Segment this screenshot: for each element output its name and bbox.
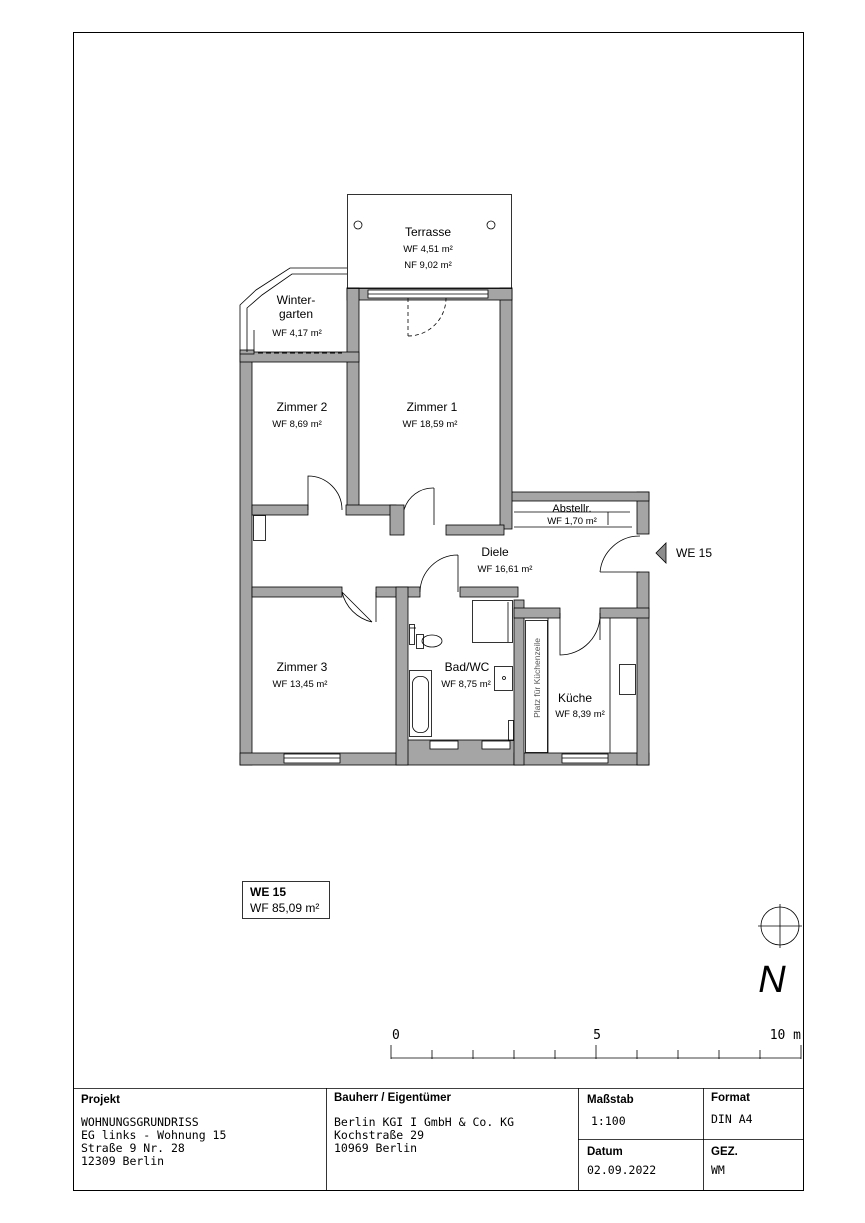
massstab-heading: Maßstab bbox=[587, 1094, 634, 1106]
room-name-zimmer1: Zimmer 1 bbox=[407, 400, 458, 414]
bathtub bbox=[409, 624, 432, 737]
projekt-line-1: WOHNUNGSGRUNDRISS bbox=[81, 1115, 199, 1129]
doors bbox=[307, 297, 641, 656]
bauherr-line-2: Kochstraße 29 bbox=[334, 1128, 425, 1142]
projekt-line-2: EG links - Wohnung 15 bbox=[81, 1128, 227, 1142]
toilet bbox=[416, 634, 443, 649]
room-name-wintergarten-2: garten bbox=[279, 307, 313, 321]
room-name-abstellr: Abstellr. bbox=[552, 503, 591, 515]
scale-bar bbox=[390, 1045, 802, 1059]
sheet-frame bbox=[73, 32, 804, 1191]
bauherr-line-1: Berlin KGI I GmbH & Co. KG bbox=[334, 1115, 515, 1129]
scale-label-10: 10 m bbox=[770, 1028, 801, 1043]
interior-lines bbox=[239, 194, 636, 753]
room-name-wintergarten-1: Winter- bbox=[277, 293, 316, 307]
bauherr-heading: Bauherr / Eigentümer bbox=[334, 1092, 451, 1104]
room-name-terrasse: Terrasse bbox=[405, 225, 451, 239]
datum-heading: Datum bbox=[587, 1146, 623, 1158]
room-name-kueche: Küche bbox=[558, 691, 592, 705]
room-area-zimmer3: WF 13,45 m² bbox=[273, 679, 328, 690]
bauherr-line-3: 10969 Berlin bbox=[334, 1141, 418, 1155]
room-name-bad: Bad/WC bbox=[445, 660, 490, 674]
north-label: N bbox=[758, 959, 786, 1001]
room-name-zimmer3: Zimmer 3 bbox=[277, 660, 328, 674]
unit-box-area: WF 85,09 m² bbox=[250, 901, 319, 915]
compass-icon bbox=[758, 904, 802, 948]
unit-box-title: WE 15 bbox=[250, 885, 286, 899]
room-name-diele: Diele bbox=[481, 545, 509, 559]
projekt-line-3: Straße 9 Nr. 28 bbox=[81, 1141, 185, 1155]
terrace-posts bbox=[353, 220, 496, 230]
room-area-terrasse: WF 4,51 m² bbox=[403, 244, 453, 255]
format-heading: Format bbox=[711, 1092, 750, 1104]
room-area-kueche: WF 8,39 m² bbox=[555, 709, 605, 720]
room-area-wintergarten: WF 4,17 m² bbox=[272, 328, 322, 339]
kitchen-counter-note: Platz für Küchenzeile bbox=[532, 638, 542, 718]
projekt-heading: Projekt bbox=[81, 1094, 120, 1106]
room-area-zimmer2: WF 8,69 m² bbox=[272, 419, 322, 430]
sink bbox=[494, 666, 514, 741]
datum-value: 02.09.2022 bbox=[587, 1163, 657, 1177]
projekt-line-4: 12309 Berlin bbox=[81, 1154, 165, 1168]
scale-label-0: 0 bbox=[392, 1028, 400, 1043]
room-labels: Terrasse WF 4,51 m² NF 9,02 m² Winter- g… bbox=[272, 225, 712, 720]
room-nf-terrasse: NF 9,02 m² bbox=[404, 260, 452, 271]
windows bbox=[283, 289, 609, 764]
room-area-zimmer1: WF 18,59 m² bbox=[403, 419, 458, 430]
entrance-arrow-icon bbox=[655, 542, 667, 564]
format-value: DIN A4 bbox=[711, 1112, 753, 1126]
massstab-value: 1:100 bbox=[591, 1114, 626, 1128]
room-name-zimmer2: Zimmer 2 bbox=[277, 400, 328, 414]
entrance-label: WE 15 bbox=[676, 546, 712, 560]
gez-heading: GEZ. bbox=[711, 1146, 738, 1158]
room-area-bad: WF 8,75 m² bbox=[441, 679, 491, 690]
gez-value: WM bbox=[711, 1163, 725, 1177]
room-area-abstellr: WF 1,70 m² bbox=[547, 516, 597, 527]
room-area-diele: WF 16,61 m² bbox=[478, 564, 533, 575]
unit-area-box bbox=[242, 881, 330, 919]
title-block-grid bbox=[73, 1088, 804, 1190]
scale-label-5: 5 bbox=[593, 1028, 601, 1043]
